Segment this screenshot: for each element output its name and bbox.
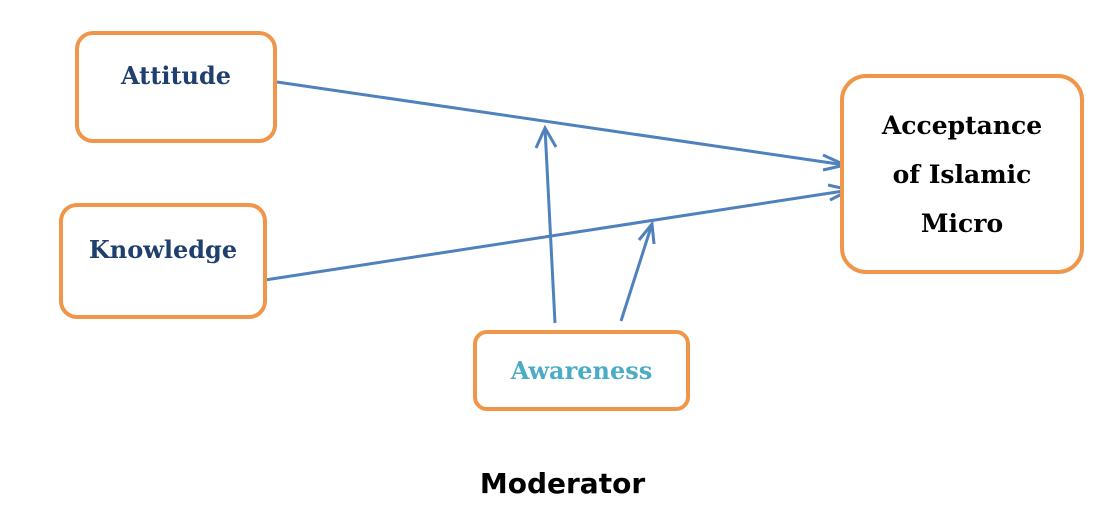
edge-awareness-moderates-knowledge [619,220,656,322]
moderator-caption: Moderator [479,467,646,500]
awareness-label: Awareness [510,356,653,385]
awareness-box: Awareness [473,330,690,411]
attitude-box: Attitude [75,31,277,143]
attitude-label: Attitude [120,60,232,90]
acceptance-box: Acceptance of Islamic Micro [840,74,1084,274]
knowledge-label: Knowledge [88,234,238,264]
edge-attitude-to-acceptance [276,80,850,172]
acceptance-label: Acceptance of Islamic Micro [881,110,1043,238]
knowledge-box: Knowledge [59,203,267,319]
arrowhead-icon [637,220,656,245]
edge-awareness-moderates-attitude [534,124,558,324]
arrowhead-icon [534,124,558,149]
edge-knowledge-to-acceptance [264,183,855,282]
